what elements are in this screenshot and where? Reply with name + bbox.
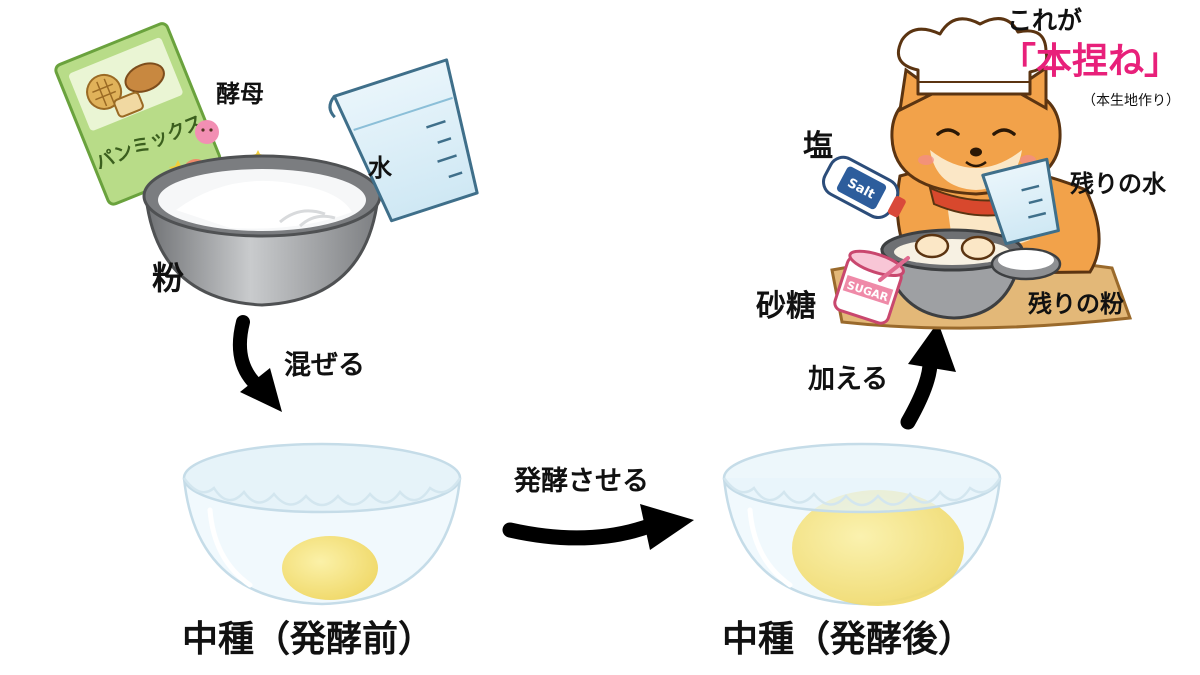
add-label: 加える: [808, 364, 889, 395]
flour-bowl-icon: [142, 154, 382, 307]
yeast-label: 酵母: [216, 80, 264, 108]
nakadane-after-caption: 中種（発酵後）: [722, 619, 975, 660]
water-label: 水: [368, 154, 392, 182]
salt-label: 塩: [803, 129, 833, 164]
covered-bowl-before-icon: [182, 442, 462, 606]
nakadane-before-caption: 中種（発酵前）: [182, 619, 435, 660]
yeast-package-icon: パンミックス: [54, 22, 222, 206]
hon-gone-note: （本生地作り）: [1082, 93, 1180, 109]
mix-label: 混ぜる: [284, 350, 365, 381]
kore-ga-label: これが: [1007, 6, 1083, 35]
flour-label: 粉: [152, 259, 185, 297]
sugar-label: 砂糖: [756, 289, 816, 324]
covered-bowl-after-icon: [722, 442, 1002, 606]
hon-gone-title: 「本捏ね」: [1000, 41, 1181, 82]
remaining-flour-label: 残りの粉: [1028, 290, 1124, 318]
arrow-ferment-icon: [502, 504, 694, 550]
arrow-add-icon: [900, 322, 956, 430]
remaining-water-label: 残りの水: [1070, 170, 1166, 198]
arrow-mix-icon: [233, 315, 282, 412]
shiba-kneading-icon: Salt SUGAR: [822, 17, 1133, 330]
measuring-cup-icon: [328, 58, 479, 223]
ferment-label: 発酵させる: [514, 466, 649, 497]
